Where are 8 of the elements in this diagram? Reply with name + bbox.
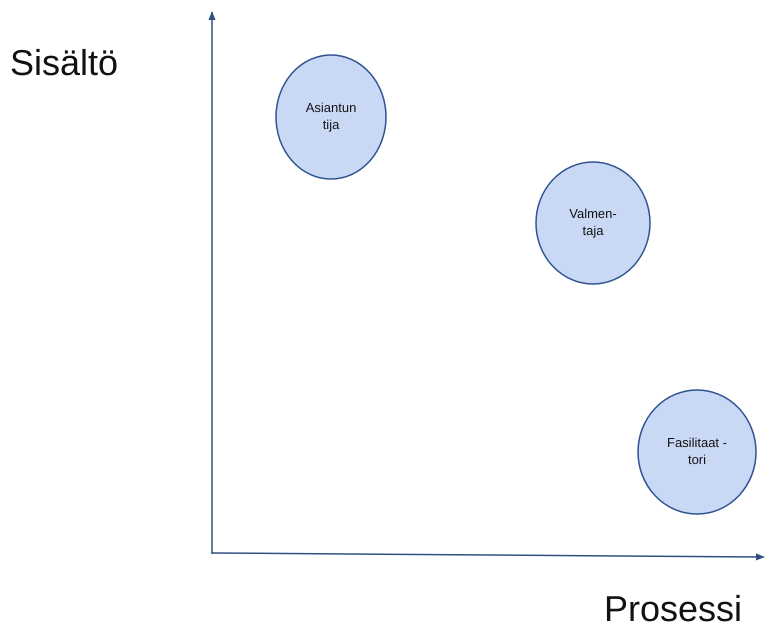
x-axis-title: Prosessi — [604, 588, 742, 630]
node-label: Asiantun tija — [304, 100, 358, 134]
node-label: Fasilitaat -tori — [666, 435, 728, 469]
role-bubble — [637, 389, 757, 515]
role-bubble — [535, 161, 651, 285]
y-axis-title: Sisältö — [10, 42, 118, 84]
node-label: Valmen- taja — [568, 206, 618, 240]
role-bubble — [275, 54, 387, 180]
